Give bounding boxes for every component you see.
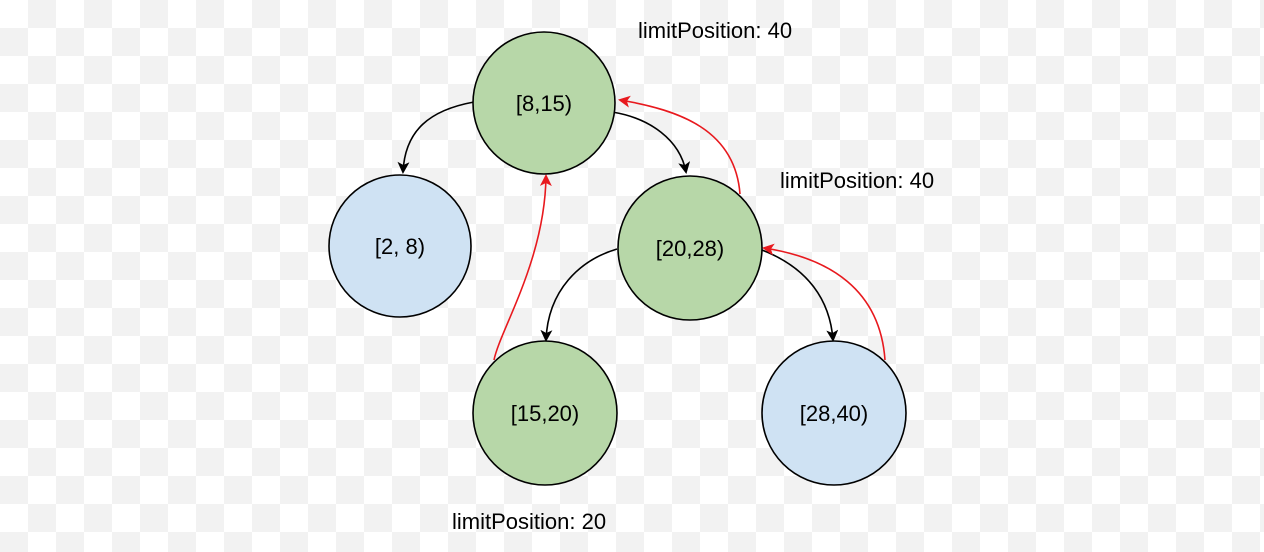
- node-circle: [328, 174, 472, 318]
- node-label: [15,20): [511, 401, 580, 426]
- edge-20_28-to-28_40: [761, 249, 839, 342]
- limit-edges: [493, 95, 886, 361]
- node-28_40: [28,40): [761, 340, 907, 486]
- node-circle: [761, 340, 907, 486]
- bottom-limit-annotation: limitPosition: 20: [452, 509, 606, 534]
- node-circle: [617, 175, 763, 321]
- node-8_15: [8,15): [472, 31, 616, 175]
- root-limit-annotation: limitPosition: 40: [638, 18, 792, 43]
- limit-edge-28_40-to-20_28: [762, 243, 886, 361]
- node-label: [20,28): [656, 236, 725, 261]
- child-edges: [397, 101, 839, 342]
- node-circle: [472, 31, 616, 175]
- edge-20_28-to-15_20: [540, 248, 618, 342]
- mid-limit-annotation: limitPosition: 40: [780, 168, 934, 193]
- node-2_8: [2, 8): [328, 174, 472, 318]
- node-circle: [472, 340, 618, 486]
- limit-edge-15_20-to-8_15: [493, 174, 552, 361]
- node-20_28: [20,28): [617, 175, 763, 321]
- edge-8_15-to-20_28: [611, 111, 691, 174]
- edge-8_15-to-2_8: [397, 101, 475, 174]
- node-label: [2, 8): [375, 234, 425, 259]
- node-15_20: [15,20): [472, 340, 618, 486]
- node-label: [28,40): [800, 401, 869, 426]
- limit-edge-20_28-to-8_15: [618, 95, 741, 195]
- node-label: [8,15): [516, 91, 572, 116]
